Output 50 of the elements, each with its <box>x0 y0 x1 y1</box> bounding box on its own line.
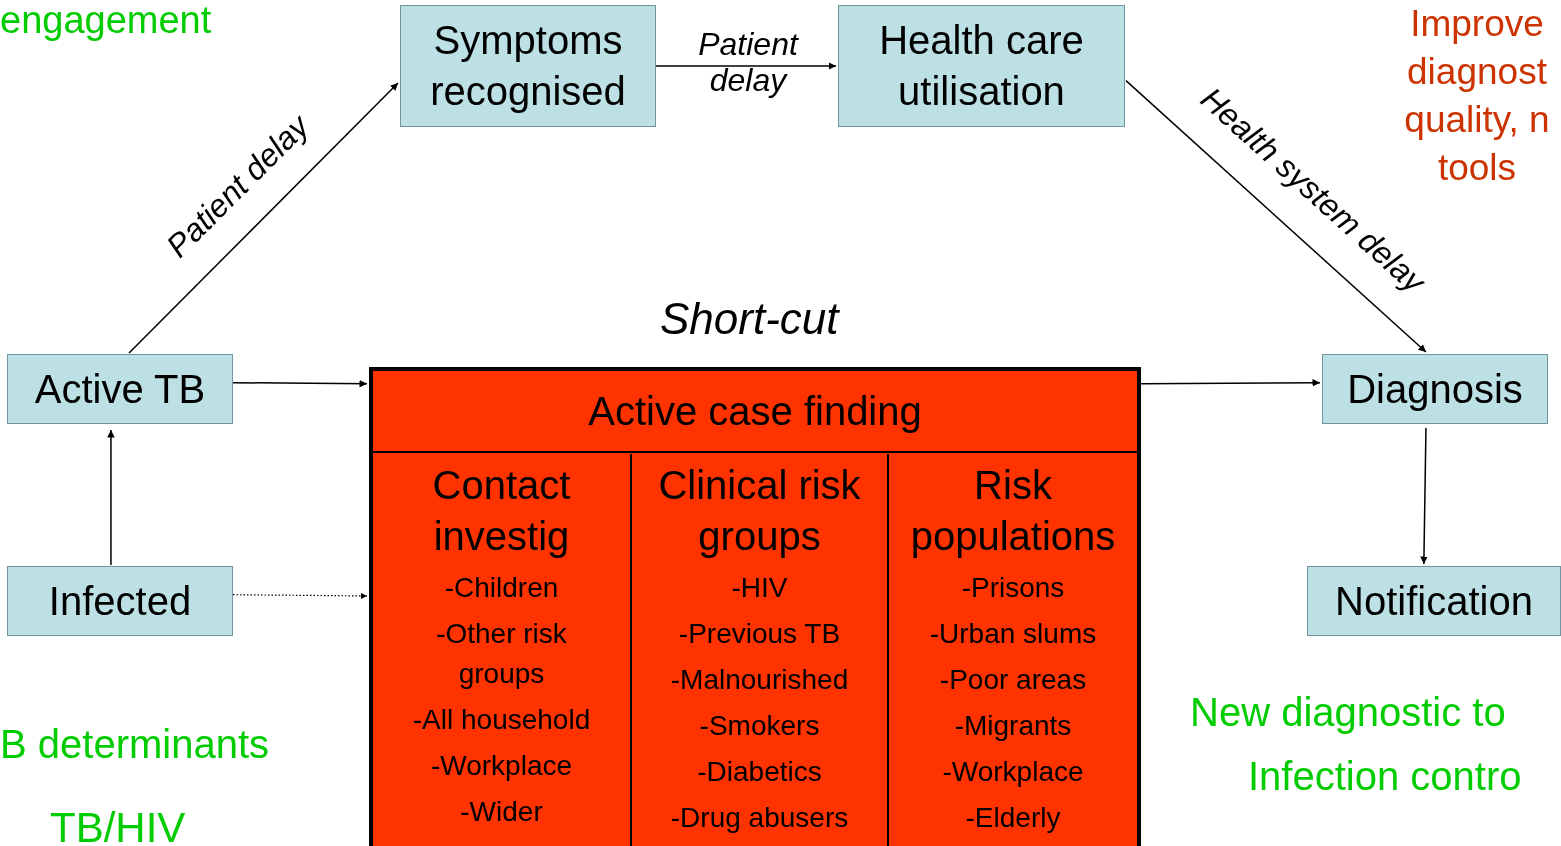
arrow <box>128 82 399 354</box>
process-box <box>400 5 656 127</box>
box-label: Active TB <box>34 365 206 413</box>
panel-heading: Active case finding <box>373 371 1137 453</box>
process-box <box>7 566 233 636</box>
list-item: -Urban slums <box>929 617 1097 651</box>
arrow <box>232 379 368 388</box>
process-box <box>1307 566 1561 636</box>
list-item: -Drug abusers <box>670 801 849 835</box>
list-item: -HIV <box>731 571 788 605</box>
note-text: B determinants <box>0 721 270 768</box>
column-heading: Contact investig <box>431 462 572 560</box>
list-item: -Prisons <box>961 571 1065 605</box>
box-label: Notification <box>1335 577 1533 625</box>
box-label: Symptoms recognised <box>429 17 627 115</box>
list-item: -Elderly <box>965 801 1061 835</box>
arrow <box>1125 79 1427 353</box>
list-item: -Workplace <box>942 755 1084 789</box>
list-item: -Workplace <box>430 749 573 783</box>
note-text: engagement <box>0 0 212 43</box>
arrow <box>655 62 837 70</box>
process-box <box>1322 354 1548 424</box>
process-box <box>7 354 233 424</box>
box-label: Health care utilisation <box>878 17 1085 115</box>
edge-label: Patient delay <box>697 26 800 98</box>
column-heading: Clinical risk groups <box>657 462 862 560</box>
list-item: -All household <box>412 703 591 737</box>
arrow <box>232 592 368 599</box>
case-finding-panel <box>369 367 1141 846</box>
note-text: TB/HIV <box>50 803 186 846</box>
arrow <box>1420 427 1428 565</box>
note-text: Improve diagnost quality, n tools <box>1403 2 1551 191</box>
column-heading: Risk populations <box>909 462 1117 560</box>
box-label: Diagnosis <box>1347 365 1523 413</box>
note-text: New diagnostic to <box>1190 689 1506 736</box>
list-item: -Previous TB <box>678 617 841 651</box>
list-item: -Children <box>444 571 559 605</box>
list-item: -Diabetics <box>697 755 822 789</box>
process-box <box>838 5 1125 127</box>
shortcut-label: Short-cut <box>660 293 839 345</box>
box-label: Infected <box>48 577 192 625</box>
list-item: -Other risk groups <box>435 617 568 691</box>
arrow <box>1140 379 1321 387</box>
note-text: Infection contro <box>1248 753 1522 800</box>
list-item: -Smokers <box>699 709 820 743</box>
arrow <box>107 429 115 566</box>
list-item: -Wider <box>460 795 543 829</box>
list-item: -Migrants <box>954 709 1072 743</box>
list-item: -Poor areas <box>939 663 1087 697</box>
list-item: -Malnourished <box>670 663 849 697</box>
